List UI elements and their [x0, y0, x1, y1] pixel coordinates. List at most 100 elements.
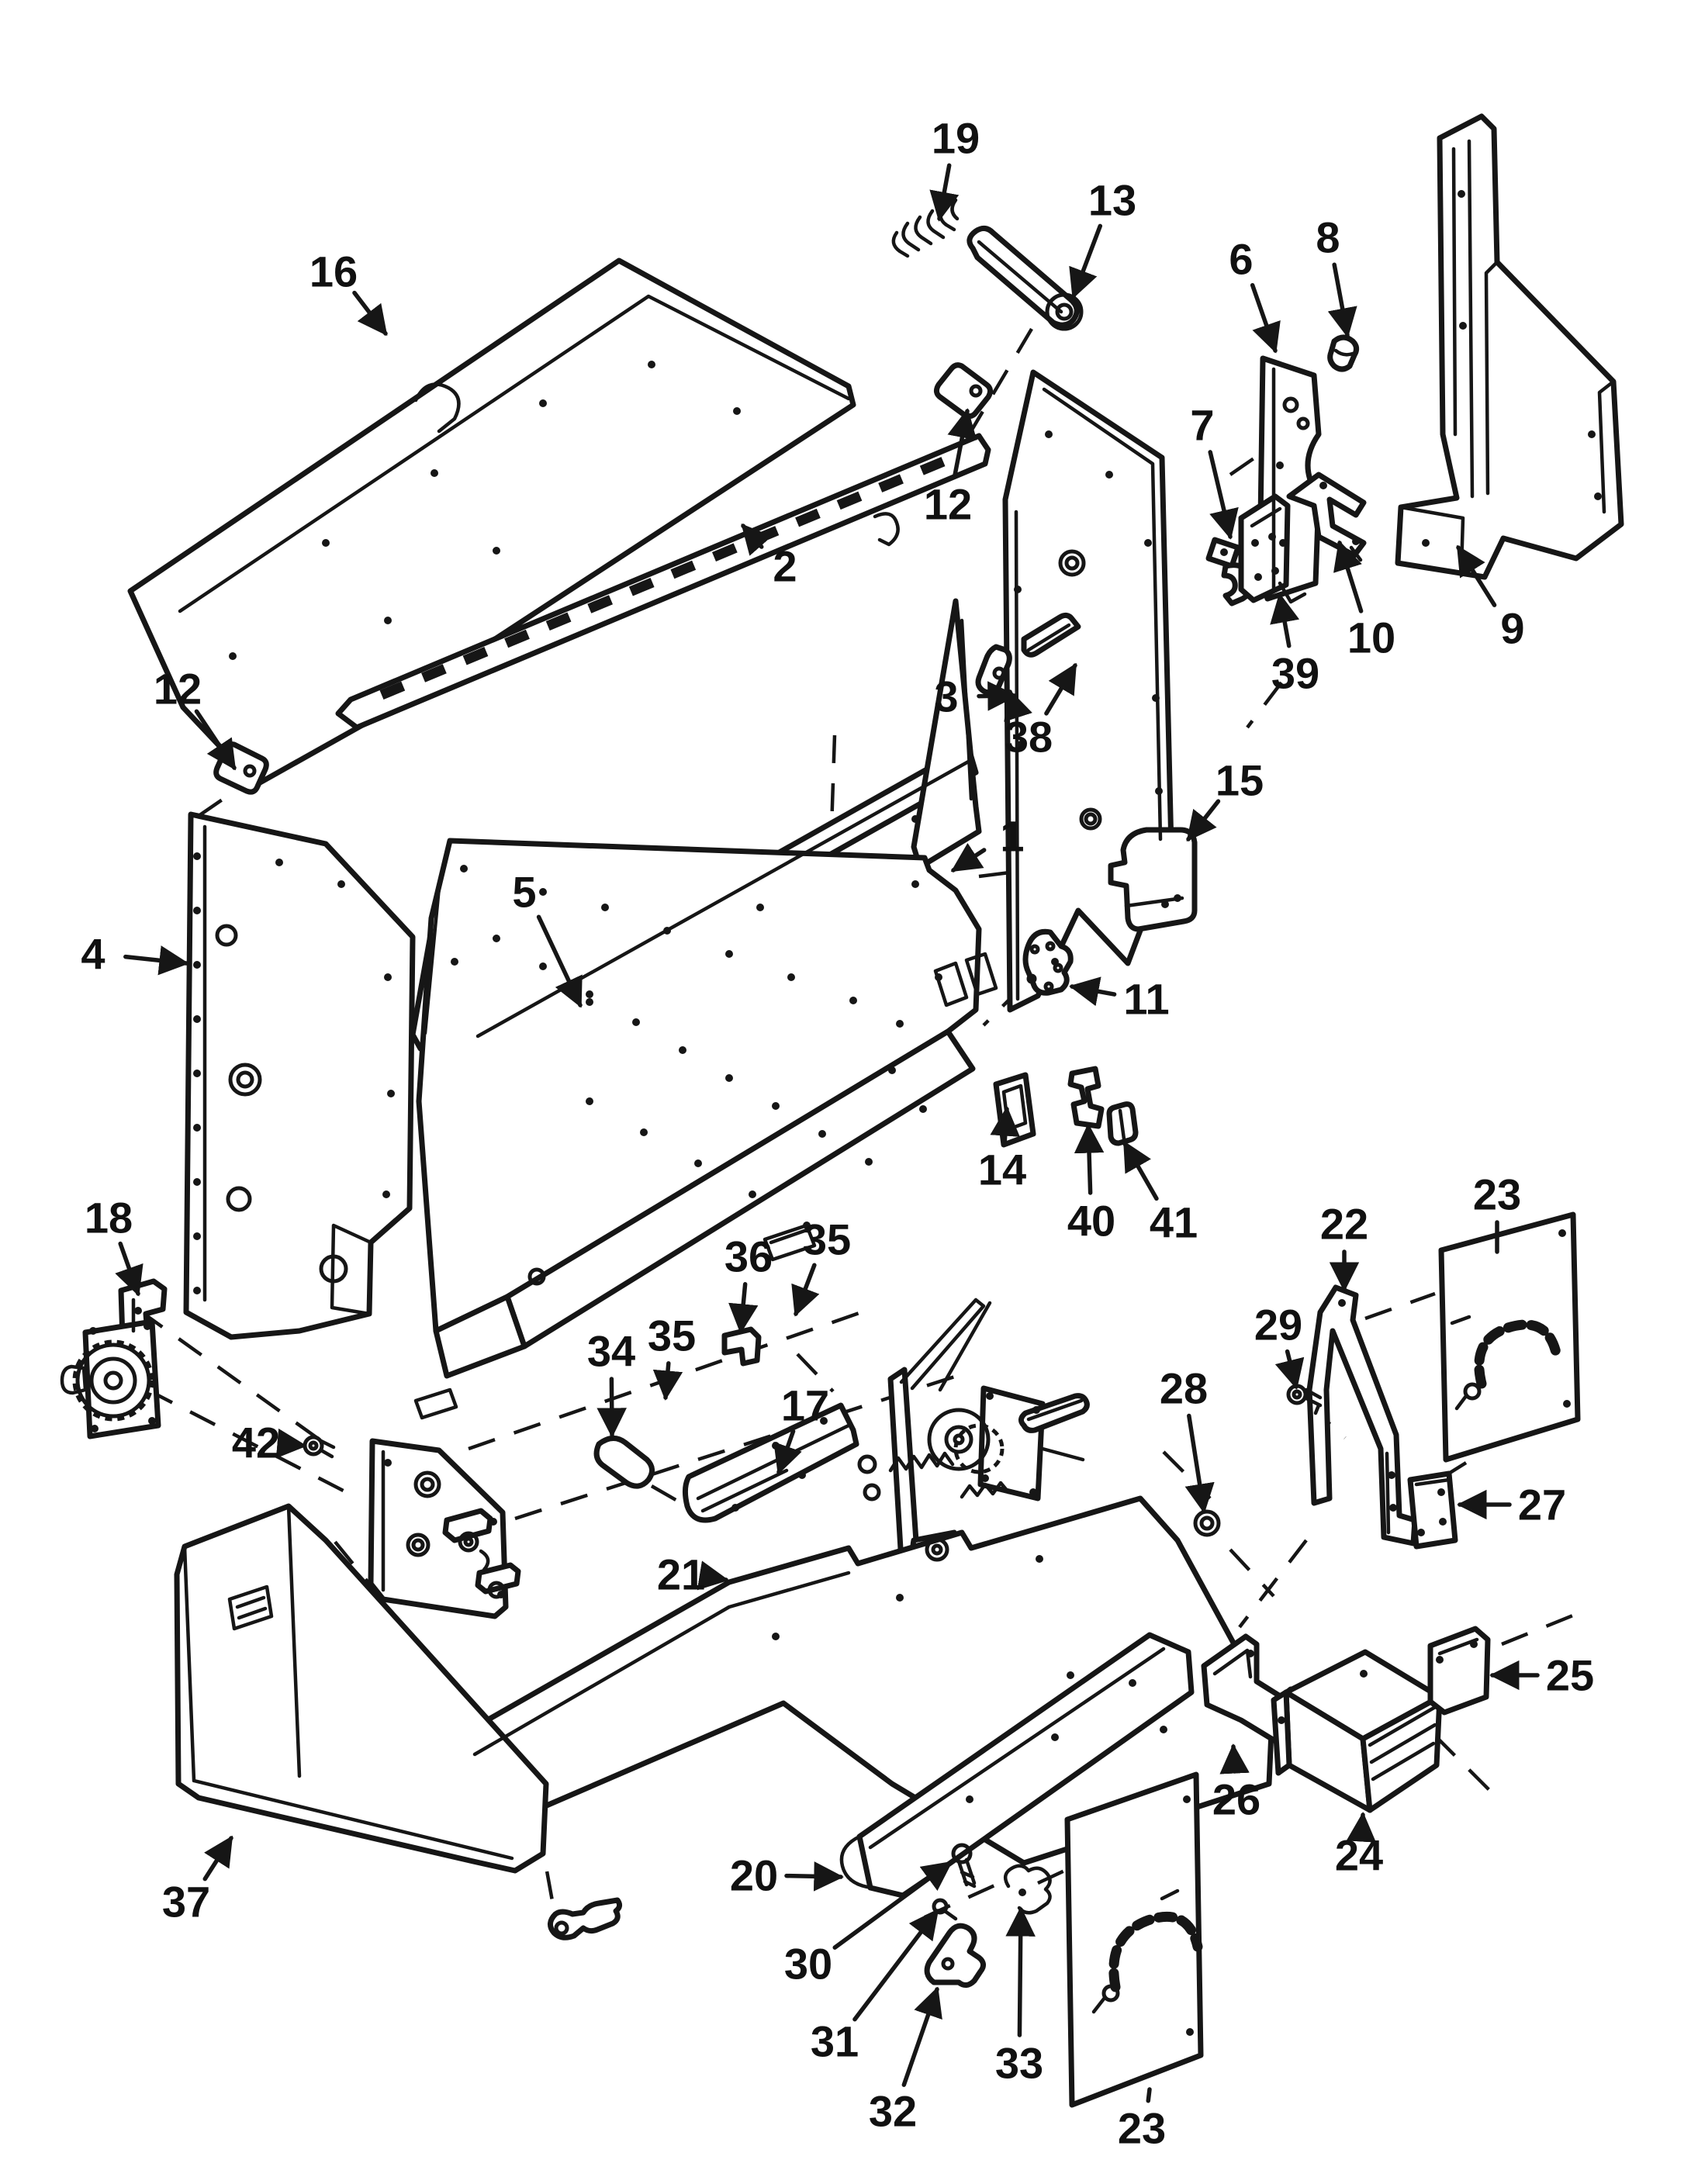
rivet-dot	[1459, 322, 1467, 330]
callout-9: 9	[1500, 604, 1524, 653]
rivet-dot	[493, 935, 500, 942]
rivet-dot	[384, 617, 392, 624]
rivet-dot	[1129, 1679, 1136, 1687]
part-detail-line	[1042, 387, 1163, 841]
hole	[103, 1370, 123, 1391]
leader-line-5	[536, 914, 583, 1008]
hole	[1055, 302, 1074, 321]
rivet-dot	[1360, 1670, 1368, 1678]
latch-handle-a	[442, 1508, 493, 1543]
assembly-dashed-line	[1037, 1861, 1082, 1885]
callout-6: 6	[1229, 235, 1253, 284]
rivet-dot	[193, 1015, 201, 1023]
leader-line-1	[950, 842, 987, 873]
rivet-dot	[1051, 958, 1059, 966]
part-14-hinge-plate	[993, 1072, 1036, 1148]
leader-line-10	[1333, 540, 1364, 613]
part-detail-line	[888, 1451, 955, 1473]
callout-34: 34	[587, 1327, 635, 1376]
callout-2: 2	[773, 542, 797, 591]
part-detail-line	[413, 1387, 458, 1420]
rivet-dot	[1174, 894, 1181, 902]
rivet-dot	[731, 1504, 739, 1512]
part-detail-line	[1333, 348, 1355, 357]
callout-20: 20	[730, 1851, 778, 1900]
rivet-dot	[1278, 1716, 1285, 1724]
rivet-dot	[986, 1392, 994, 1400]
part-2-slat-rail	[335, 433, 991, 731]
hole	[75, 1343, 151, 1419]
leader-line-40	[1074, 1123, 1105, 1195]
part-detail-line	[1597, 379, 1616, 514]
assembly-dashed-line	[796, 1353, 835, 1393]
leader-line-11	[1069, 976, 1117, 1007]
part-detail-line	[700, 1468, 789, 1513]
hole	[420, 1477, 435, 1492]
part-detail-line	[1091, 1996, 1107, 2014]
hole	[1282, 396, 1299, 413]
hole	[932, 1898, 949, 1915]
hole	[857, 1454, 877, 1474]
rivet-dot	[756, 904, 764, 911]
rivet-dot	[193, 907, 201, 914]
leader-line-34	[597, 1377, 627, 1438]
rivet-dot	[1437, 1488, 1445, 1496]
rivet-dot	[966, 1795, 973, 1803]
rivet-dot	[1558, 1229, 1566, 1237]
callout-14: 14	[978, 1146, 1026, 1194]
leader-line-30	[832, 1861, 953, 1950]
part-detail-line	[769, 1228, 809, 1245]
layer-details	[60, 139, 1616, 2014]
part-detail-line	[1160, 1889, 1180, 1901]
chain-hook	[1108, 1912, 1203, 1992]
part-detail-line	[1484, 260, 1499, 496]
rivet-dot	[1338, 1299, 1346, 1307]
rivet-dot	[539, 962, 547, 970]
rivet-dot	[193, 1124, 201, 1132]
assembly-dashed-line	[1364, 1291, 1436, 1321]
part-detail-line	[933, 961, 969, 1007]
part-detail-line	[1302, 1387, 1323, 1415]
leader-line-12	[194, 709, 237, 771]
rivet-dot	[798, 1471, 806, 1479]
leader-line-6	[1250, 282, 1281, 354]
hole	[413, 1470, 441, 1498]
hole	[458, 1531, 479, 1553]
part-detail-line	[423, 885, 441, 1035]
part-34-link	[593, 1436, 655, 1489]
callout-30: 30	[784, 1940, 832, 1989]
rivet-dot	[896, 1020, 904, 1028]
part-detail-line	[891, 198, 960, 258]
part-detail-line	[1385, 1451, 1391, 1535]
rivet-dot	[888, 1066, 896, 1074]
rivet-dot	[144, 1322, 151, 1330]
part-32-lever	[924, 1923, 986, 1988]
hole	[89, 1356, 137, 1405]
leader-line-33	[1005, 1906, 1036, 2037]
rivet-dot	[1183, 1795, 1191, 1803]
hole	[1026, 973, 1037, 984]
hole	[228, 1063, 262, 1097]
leader-line-19	[929, 163, 960, 222]
rivet-dot	[134, 1307, 142, 1315]
layer-leaders	[115, 163, 1540, 2103]
callout-4: 4	[81, 930, 105, 979]
rivet-dot	[460, 865, 468, 873]
hole	[243, 764, 257, 778]
hole	[1193, 1509, 1221, 1537]
part-detail-line	[227, 1584, 274, 1631]
assembly-dashed-line	[146, 1387, 360, 1501]
callout-39: 39	[1271, 649, 1319, 698]
part-24-box-right	[1360, 1694, 1443, 1813]
leader-line-20	[784, 1861, 844, 1892]
rivet-dot	[497, 1591, 505, 1598]
callout-18: 18	[85, 1194, 133, 1242]
assembly-dashed-line	[514, 1372, 963, 1521]
rivet-dot	[586, 990, 593, 998]
rivet-dot	[1247, 1650, 1254, 1657]
part-detail-line	[960, 618, 973, 801]
part-9-rear-corner-panel	[1395, 113, 1624, 580]
hole	[925, 1537, 949, 1562]
rivet-dot	[694, 1159, 702, 1167]
